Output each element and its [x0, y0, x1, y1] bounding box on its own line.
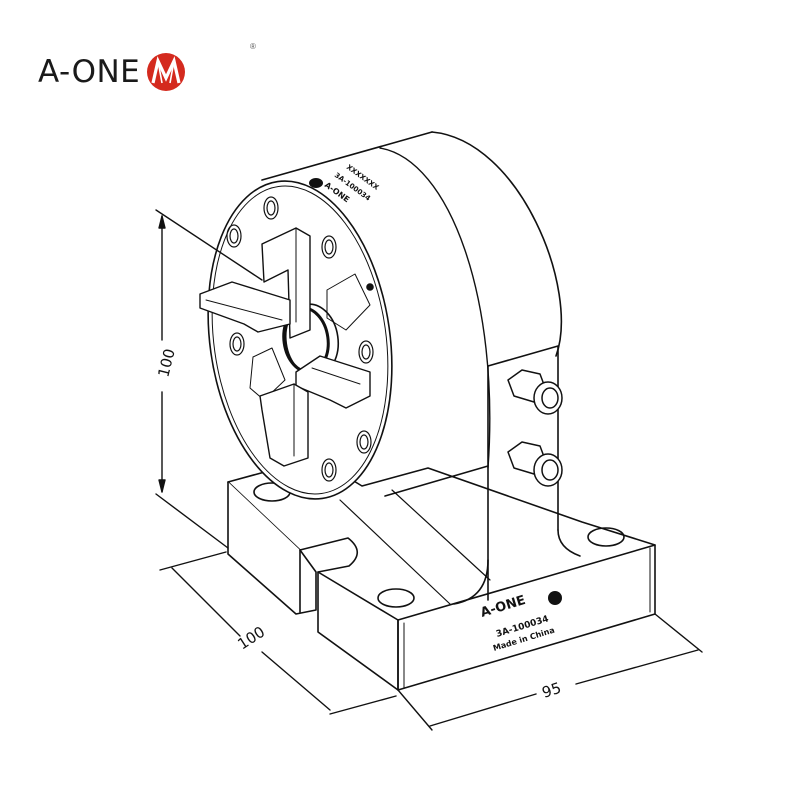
dimension-height — [155, 209, 263, 549]
base-engraving: A-ONE 3A-100034 Made in China — [479, 591, 562, 653]
registered-mark: ® — [250, 42, 256, 51]
chuck-jaws — [199, 227, 371, 467]
engraving-brand: A-ONE — [479, 593, 528, 621]
brand-m-icon — [147, 53, 186, 91]
dimension-width — [397, 613, 703, 731]
dimension-width-label: 95 — [540, 679, 564, 702]
brand-logo: A-ONE — [38, 52, 186, 92]
base-plate — [227, 457, 656, 691]
dimension-depth-label: 100 — [234, 623, 268, 654]
air-fittings — [507, 369, 563, 487]
brand-name: A-ONE — [38, 54, 141, 90]
dimension-height-label: 100 — [154, 347, 178, 379]
dimension-depth — [159, 551, 397, 715]
